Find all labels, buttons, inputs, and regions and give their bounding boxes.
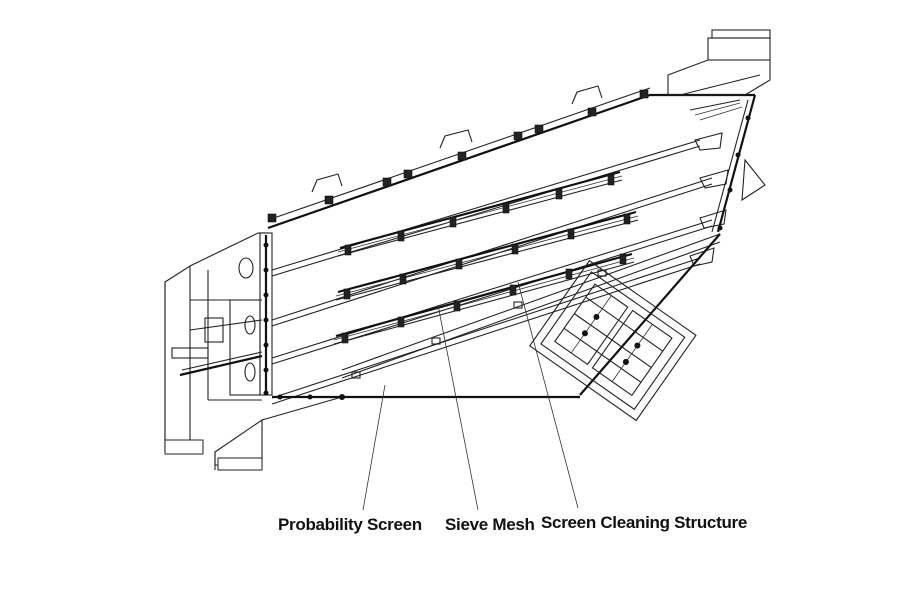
sieve-deck-2 — [271, 209, 727, 365]
label-screen-cleaning-structure: Screen Cleaning Structure — [541, 513, 747, 532]
sieve-deck-1 — [271, 169, 729, 327]
sieve-deck-3 — [271, 247, 715, 405]
leader-lines — [362, 281, 579, 511]
left-frame — [164, 232, 268, 471]
bottom-frame — [261, 394, 580, 421]
label-probability-screen: Probability Screen — [278, 515, 422, 534]
vibration-drive-box — [528, 259, 697, 422]
label-sieve-mesh: Sieve Mesh — [445, 515, 535, 534]
cleaning-structure-1 — [337, 170, 623, 257]
cleaning-structure-2 — [335, 210, 639, 301]
probability-screen — [341, 233, 721, 396]
top-cover — [267, 85, 755, 230]
cleaning-structure-3 — [333, 252, 635, 345]
left-end-plate — [259, 232, 273, 396]
right-end-plate — [711, 94, 766, 233]
feed-hopper — [667, 29, 771, 121]
